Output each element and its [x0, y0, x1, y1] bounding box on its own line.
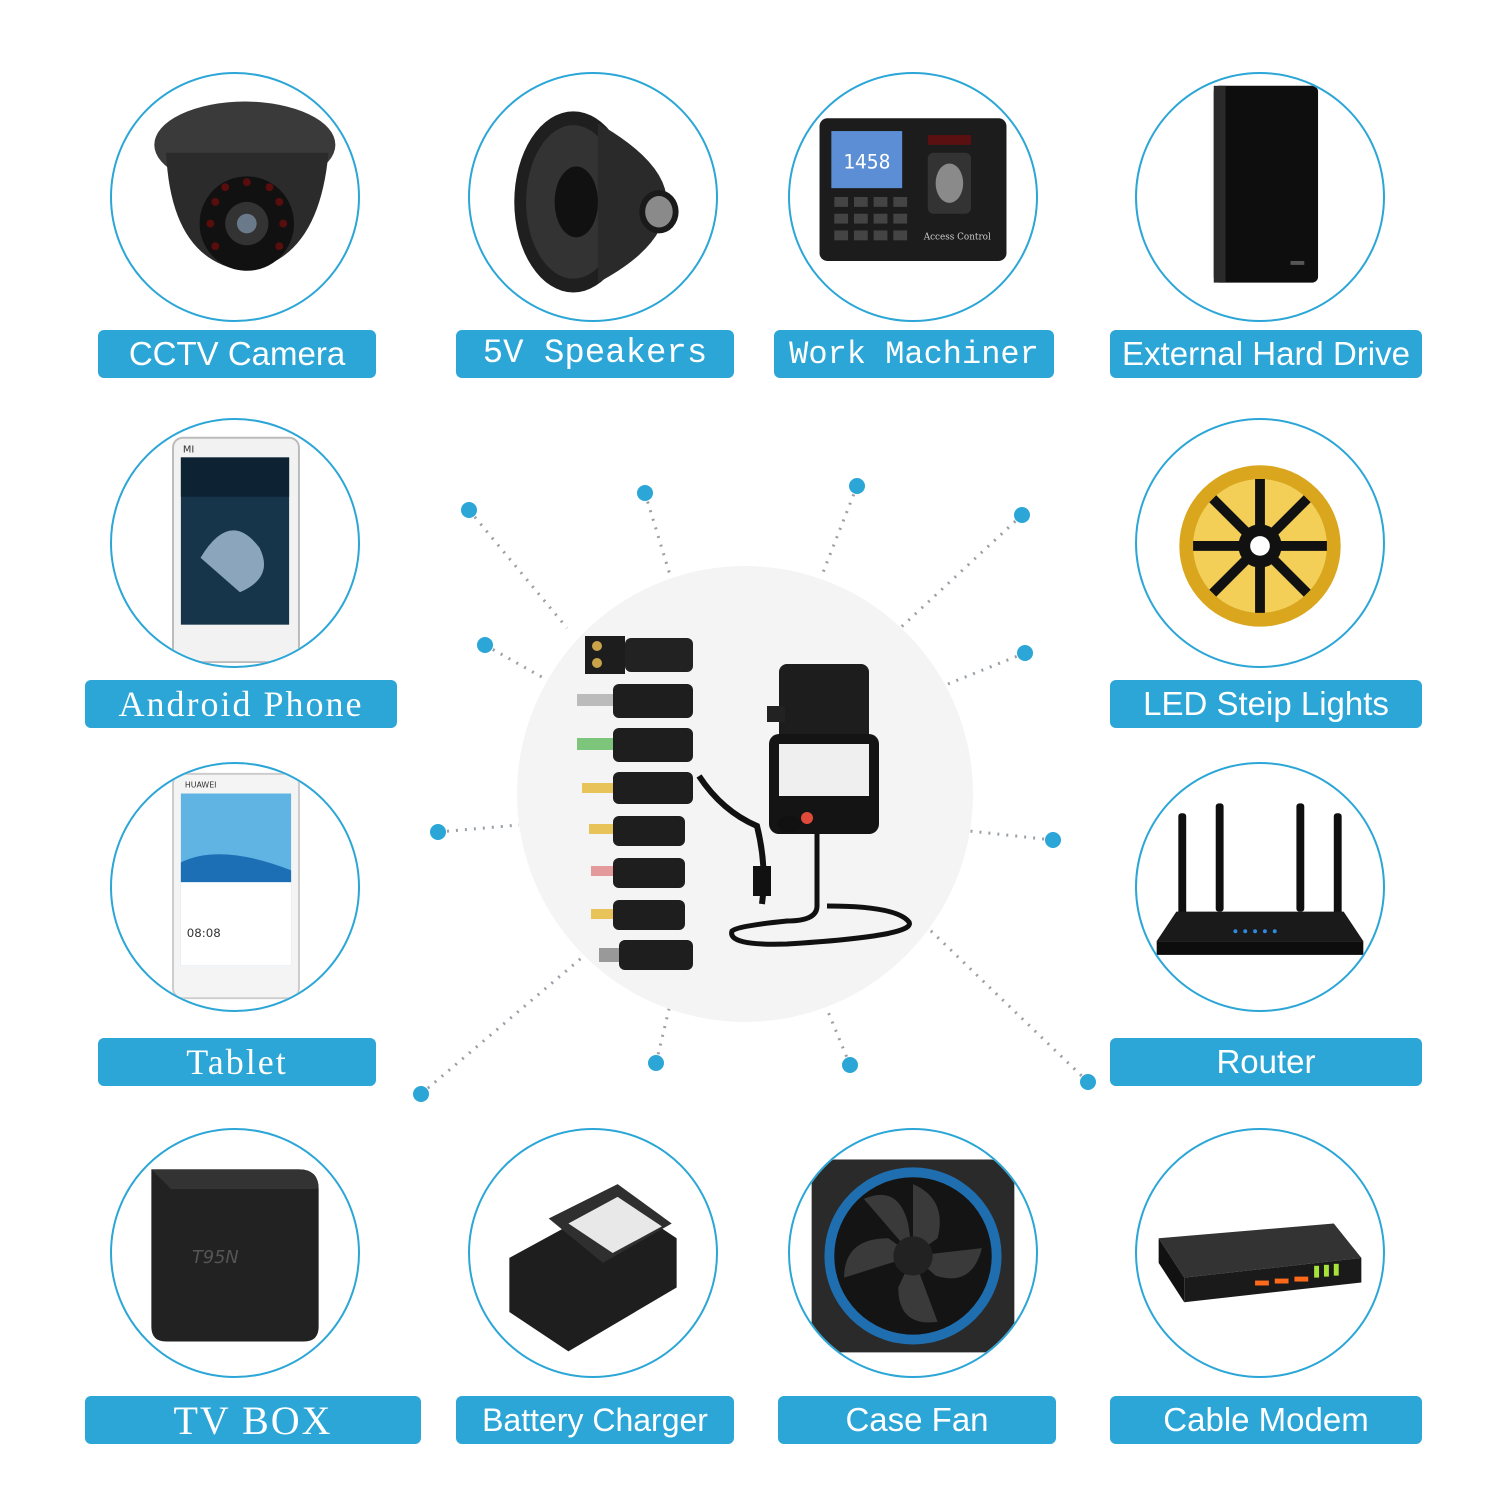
device-circle-router — [1135, 762, 1385, 1012]
access-display-text: 1458 — [843, 150, 890, 173]
label-case-fan: Case Fan — [778, 1396, 1056, 1444]
connector-dot — [477, 637, 493, 653]
cctv-camera-icon — [154, 101, 336, 271]
connector-dot — [1080, 1074, 1096, 1090]
label-led-strip-lights: LED Steip Lights — [1110, 680, 1422, 728]
access-caption-text: Access Control — [923, 232, 991, 242]
label-tablet: Tablet — [98, 1038, 376, 1086]
connector-dot — [1045, 832, 1061, 848]
label-work-machiner: Work Machiner — [774, 330, 1054, 378]
center-product-circle — [517, 566, 973, 1022]
cable-modem-icon — [1158, 1223, 1362, 1303]
device-circle-battery-charger — [468, 1128, 718, 1378]
label-router: Router — [1110, 1038, 1422, 1086]
device-circle-speakers — [468, 72, 718, 322]
speaker-icon — [514, 111, 679, 293]
phone-brand-text: MI — [183, 444, 194, 455]
access-control-machine-icon: 1458 Access Control — [819, 118, 1007, 261]
label-speakers: 5V Speakers — [456, 330, 734, 378]
device-circle-hard-drive — [1135, 72, 1385, 322]
battery-charger-icon — [509, 1184, 677, 1352]
tvbox-model-text: T95N — [192, 1248, 239, 1268]
connector-dot — [842, 1057, 858, 1073]
device-circle-led-strip — [1135, 418, 1385, 668]
connector-dot — [1014, 507, 1030, 523]
connector-dot — [1017, 645, 1033, 661]
label-tv-box: TV BOX — [85, 1396, 421, 1444]
label-battery-charger: Battery Charger — [456, 1396, 734, 1444]
connector-dot — [849, 478, 865, 494]
case-fan-icon — [811, 1159, 1015, 1353]
connector-dot — [461, 502, 477, 518]
device-circle-cctv — [110, 72, 360, 322]
device-circle-case-fan — [788, 1128, 1038, 1378]
device-circle-android-phone: MI — [110, 418, 360, 668]
label-android-phone: Android Phone — [85, 680, 397, 728]
device-circle-cable-modem — [1135, 1128, 1385, 1378]
connector-dot — [430, 824, 446, 840]
device-circle-tv-box: T95N — [110, 1128, 360, 1378]
router-icon — [1156, 803, 1364, 955]
connector-dot — [648, 1055, 664, 1071]
hard-drive-icon — [1213, 85, 1319, 283]
label-cable-modem: Cable Modem — [1110, 1396, 1422, 1444]
label-external-hard-drive: External Hard Drive — [1110, 330, 1422, 378]
tablet-brand-text: HUAWEI — [185, 781, 217, 790]
tablet-icon: HUAWEI 08:08 — [172, 772, 300, 1000]
power-adapter-with-tips-icon — [577, 636, 912, 970]
label-cctv-camera: CCTV Camera — [98, 330, 376, 378]
device-circle-work-machine: 1458 Access Control — [788, 72, 1038, 322]
tablet-time-text: 08:08 — [187, 926, 221, 940]
connector-dot — [637, 485, 653, 501]
connector-dot — [413, 1086, 429, 1102]
led-strip-reel-icon — [1179, 465, 1341, 627]
tv-box-icon: T95N — [151, 1169, 319, 1342]
smartphone-icon: MI — [172, 436, 300, 664]
device-circle-tablet: HUAWEI 08:08 — [110, 762, 360, 1012]
